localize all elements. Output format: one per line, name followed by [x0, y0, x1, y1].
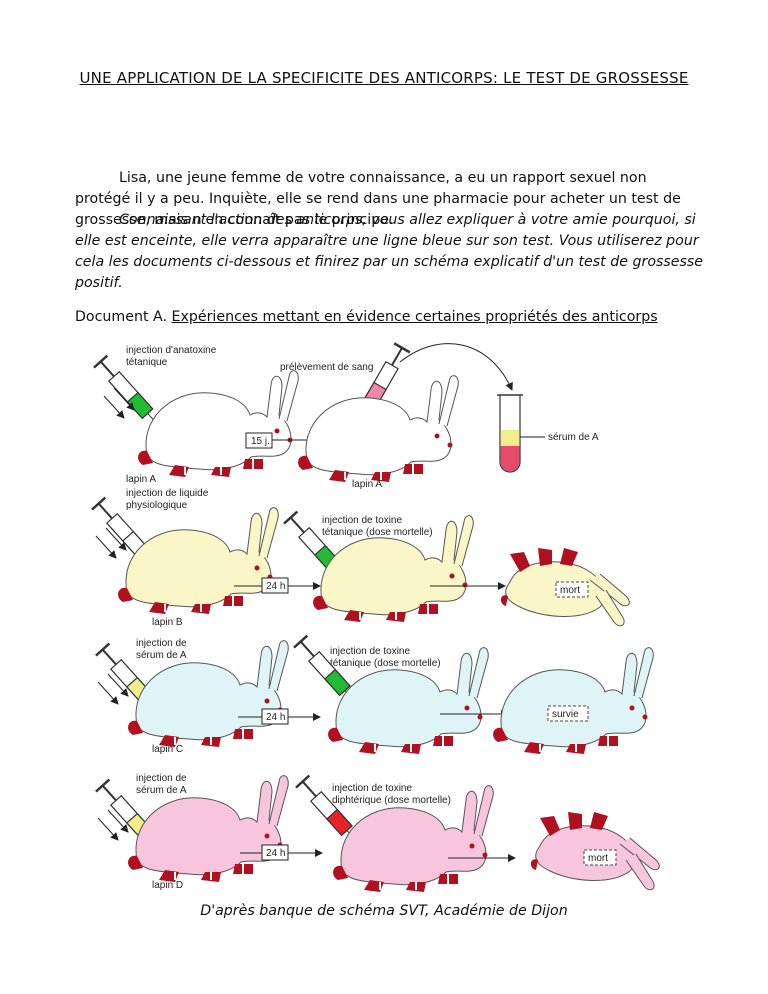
rabbit-a-label: lapin A	[126, 474, 156, 485]
row-b-injection-label-1: injection de liquide	[126, 488, 209, 499]
document-a-title: Expériences mettant en évidence certaine…	[171, 309, 658, 325]
row-c-injection-label-1: injection de	[136, 638, 187, 649]
row-a-delay: 15 j.	[251, 436, 270, 447]
row-d-toxin-label-2: diphtérique (dose mortelle)	[332, 795, 451, 806]
row-c-outcome: survie	[552, 709, 579, 720]
row-c-injection-label-2: sérum de A	[136, 650, 187, 661]
rabbit-d-label: lapin D	[152, 880, 183, 891]
injection-arrows-icon	[95, 527, 127, 559]
row-b-outcome: mort	[560, 585, 580, 596]
row-d: injection de sérum de A lapin D 24 h	[95, 773, 660, 893]
intro-paragraph: Lisa, une jeune femme de votre connaissa…	[75, 168, 705, 231]
row-a: injection d'anatoxine tétanique lapin A …	[93, 342, 599, 490]
rabbit-a-icon	[137, 369, 300, 478]
row-d-injection-label-1: injection de	[136, 773, 187, 784]
row-c-delay: 24 h	[266, 712, 285, 723]
document-a-prefix: Document A.	[75, 309, 167, 325]
row-b: injection de liquide physiologique lapin…	[91, 488, 630, 628]
injection-arrows-icon	[97, 809, 129, 841]
rabbit-b-label: lapin B	[152, 617, 183, 628]
serum-label: sérum de A	[548, 432, 599, 443]
injection-arrows-icon	[97, 673, 129, 705]
row-b-toxin-label-1: injection de toxine	[322, 515, 402, 526]
row-a-injection-label-1: injection d'anatoxine	[126, 345, 217, 356]
injection-arrows-icon	[103, 387, 135, 419]
row-d-toxin-label-1: injection de toxine	[332, 783, 412, 794]
syringe-icon	[93, 354, 189, 459]
document-a-heading: Document A. Expériences mettant en évide…	[75, 307, 658, 327]
surviving-rabbit-c-icon	[492, 646, 655, 755]
rabbit-b-icon	[117, 506, 280, 615]
task-paragraph: Connaissant l'action des anticorps, vous…	[75, 210, 705, 294]
rabbit-a2-label: lapin A	[352, 479, 382, 490]
rabbit-c-label: lapin C	[152, 744, 183, 755]
row-c: injection de sérum de A lapin C 24 h	[95, 634, 655, 755]
serum-tube-icon	[497, 394, 523, 473]
task-text: Connaissant l'action des anticorps, vous…	[75, 212, 704, 291]
row-a-injection-label-2: tétanique	[126, 357, 168, 368]
row-d-delay: 24 h	[266, 848, 285, 859]
row-c-toxin-label-1: injection de toxine	[330, 646, 410, 657]
experiment-figure: injection d'anatoxine tétanique lapin A …	[91, 342, 660, 893]
row-b-toxin-label-2: tétanique (dose mortelle)	[322, 527, 433, 538]
intro-text: Lisa, une jeune femme de votre connaissa…	[75, 170, 681, 228]
row-b-injection-label-2: physiologique	[126, 500, 188, 511]
sampling-label: prélèvement de sang	[280, 362, 373, 373]
document-title: UNE APPLICATION DE LA SPECIFICITE DES AN…	[79, 69, 689, 87]
row-d-injection-label-2: sérum de A	[136, 785, 187, 796]
row-d-outcome: mort	[588, 853, 608, 864]
figure-source: D'après banque de schéma SVT, Académie d…	[200, 903, 568, 919]
row-c-toxin-label-2: tétanique (dose mortelle)	[330, 658, 441, 669]
row-b-delay: 24 h	[266, 581, 285, 592]
toxin-syringe-icon	[293, 634, 371, 719]
anatoxin-fill	[126, 391, 154, 420]
